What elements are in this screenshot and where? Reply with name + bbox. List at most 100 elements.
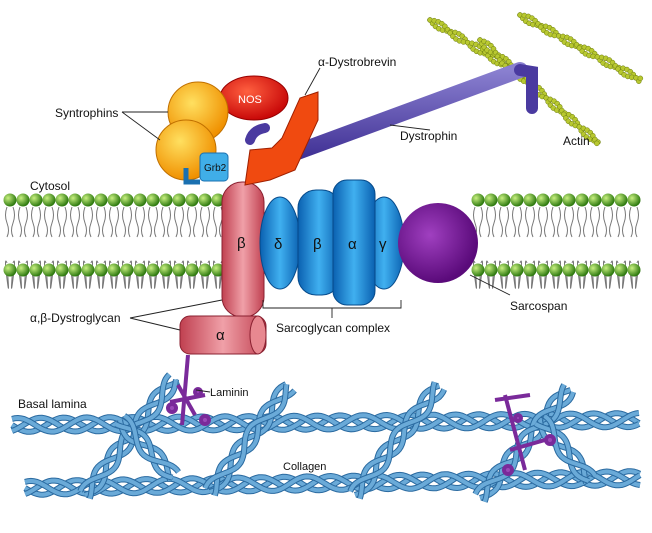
label-basal-lamina: Basal lamina	[18, 397, 87, 411]
lipid-head	[133, 193, 147, 207]
lipid-tail	[551, 206, 561, 238]
label-nos: NOS	[238, 94, 262, 106]
lipid-tail	[577, 206, 587, 238]
lipid-head	[523, 263, 537, 277]
label-actin: Actin	[563, 134, 590, 148]
lipid-head	[42, 263, 56, 277]
label-alpha-sarcoglycan: α	[348, 236, 357, 253]
lipid-tail	[109, 260, 119, 289]
lipid-tail	[564, 206, 574, 238]
lipid-tail	[96, 260, 106, 289]
lipid-tail	[499, 206, 509, 238]
lipid-tail	[174, 206, 184, 238]
label-dystrobrevin: α-Dystrobrevin	[318, 55, 396, 69]
lipid-head	[29, 193, 43, 207]
lipid-head	[94, 193, 108, 207]
lipid-head	[627, 193, 641, 207]
lipid-tail	[629, 206, 639, 238]
lipid-tail	[616, 260, 626, 289]
lipid-head	[16, 263, 30, 277]
lipid-tail	[512, 260, 522, 289]
label-syntrophins: Syntrophins	[55, 106, 118, 120]
collagen-strand	[543, 414, 597, 477]
lipid-tail	[161, 206, 171, 238]
lipid-tail	[83, 260, 93, 289]
lipid-head	[614, 263, 628, 277]
lipid-tail	[590, 206, 600, 238]
lipid-head	[198, 263, 212, 277]
lipid-head	[497, 263, 511, 277]
lipid-tail	[512, 206, 522, 238]
lipid-tail	[109, 206, 119, 238]
lipid-head	[81, 193, 95, 207]
label-alpha-dystroglycan: α	[216, 327, 225, 344]
lipid-tail	[525, 260, 535, 289]
lipid-tail	[213, 206, 223, 238]
lipid-tail	[577, 260, 587, 289]
leader-lines	[121, 67, 511, 393]
lipid-head	[159, 193, 173, 207]
collagen-strand	[357, 388, 447, 500]
lipid-tail	[83, 206, 93, 238]
lipid-tail	[148, 206, 158, 238]
lipid-tail	[551, 260, 561, 289]
lipid-tail	[44, 206, 54, 238]
lipid-head	[497, 193, 511, 207]
lipid-head	[588, 263, 602, 277]
collagen-strand	[114, 422, 174, 480]
lipid-head	[107, 193, 121, 207]
lipid-head	[614, 193, 628, 207]
lipid-head	[94, 263, 108, 277]
label-grb2: Grb2	[204, 163, 227, 174]
lipid-head	[29, 263, 43, 277]
label-delta-sarcoglycan: δ	[274, 236, 282, 253]
lipid-head	[471, 193, 485, 207]
label-cytosol: Cytosol	[30, 179, 70, 193]
lipid-head	[185, 263, 199, 277]
grb2	[183, 152, 229, 185]
lipid-head	[16, 193, 30, 207]
alpha-dystrobrevin	[244, 91, 319, 186]
lipid-head	[211, 263, 225, 277]
lipid-head	[3, 193, 17, 207]
collagen-strand	[212, 389, 297, 497]
label-collagen: Collagen	[283, 461, 326, 473]
collagen-strand	[473, 383, 566, 495]
alpha-dystroglycan	[179, 315, 267, 355]
lipid-head	[55, 263, 69, 277]
lipid-bilayer	[3, 193, 641, 289]
lipid-head	[172, 193, 186, 207]
lipid-head	[107, 263, 121, 277]
lipid-tail	[148, 260, 158, 289]
lipid-tail	[616, 206, 626, 238]
collagen-strand	[24, 469, 641, 497]
lipid-tail	[57, 260, 67, 289]
lipid-head	[146, 263, 160, 277]
label-beta-sarcoglycan: β	[313, 236, 322, 253]
lipid-head	[549, 193, 563, 207]
lipid-tail	[135, 206, 145, 238]
lipid-head	[510, 263, 524, 277]
lipid-tail	[603, 206, 613, 238]
lipid-tail	[486, 260, 496, 289]
lipid-head	[484, 263, 498, 277]
lipid-head	[588, 193, 602, 207]
lipid-tail	[590, 260, 600, 289]
collagen-strand	[354, 383, 440, 497]
lipid-tail	[18, 260, 28, 289]
lipid-tail	[200, 260, 210, 289]
lipid-head	[471, 263, 485, 277]
lipid-head	[211, 193, 225, 207]
lipid-head	[601, 193, 615, 207]
lipid-head	[575, 263, 589, 277]
lipid-head	[510, 193, 524, 207]
label-sarcoglycan-complex: Sarcoglycan complex	[276, 321, 390, 335]
lipid-tail	[161, 260, 171, 289]
lipid-tail	[200, 206, 210, 238]
lipid-tail	[187, 260, 197, 289]
label-dystroglycan: α,β-Dystroglycan	[30, 311, 121, 325]
lipid-tail	[525, 206, 535, 238]
lipid-tail	[70, 206, 80, 238]
lipid-tail	[122, 260, 132, 289]
